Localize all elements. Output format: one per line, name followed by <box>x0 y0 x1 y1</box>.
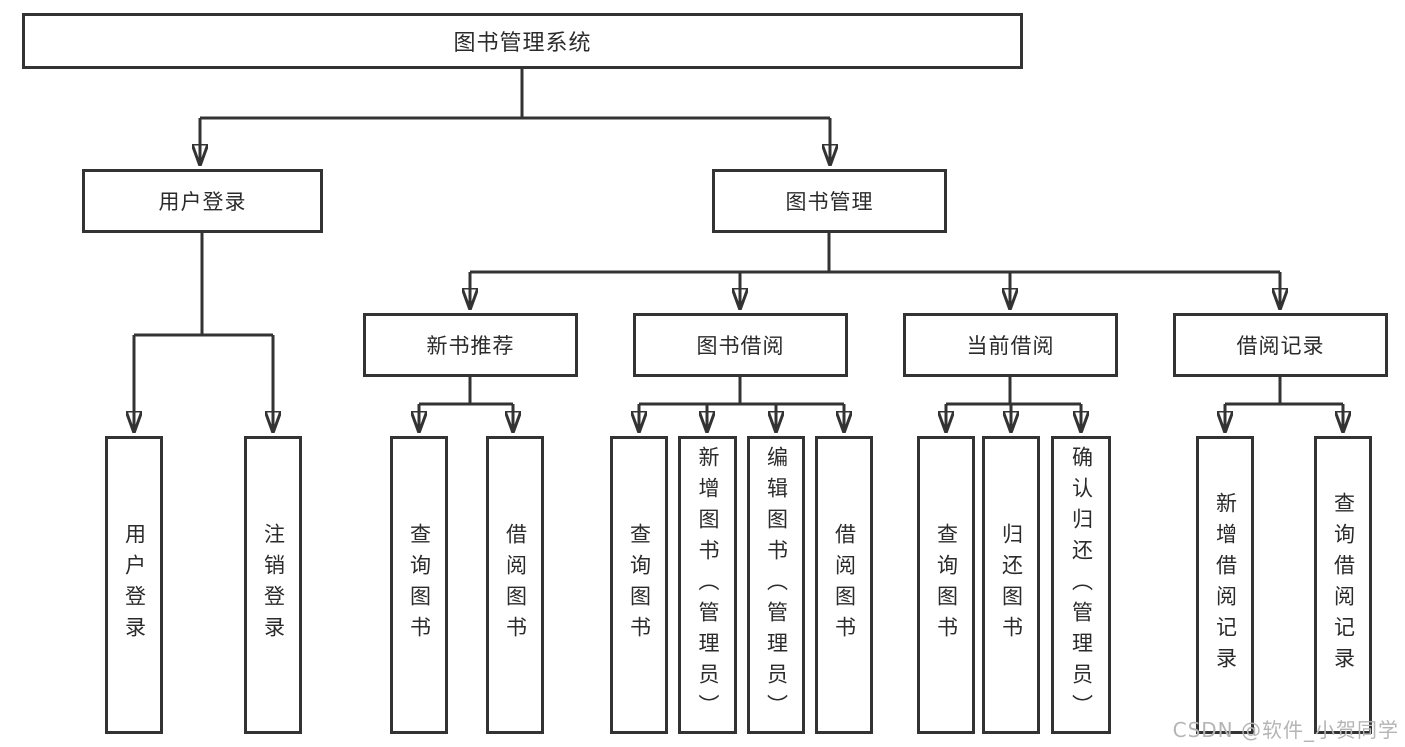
leaf-query-borrow-record: 查询借阅记录 <box>1314 436 1372 734</box>
node-borrow-records-label: 借阅记录 <box>1236 334 1325 358</box>
csdn-watermark: CSDN @软件_小贺同学 <box>1172 718 1399 742</box>
leaf-confirm-return-admin: 确认归还（管理员） <box>1051 436 1111 734</box>
node-book-management: 图书管理 <box>712 169 947 233</box>
leaf-query-books-current: 查询图书 <box>917 436 975 734</box>
leaf-logout: 注销登录 <box>244 436 302 734</box>
leaf-add-borrow-record: 新增借阅记录 <box>1196 436 1254 734</box>
leaf-add-borrow-record-label: 新增借阅记录 <box>1213 492 1238 678</box>
leaf-add-book-admin: 新增图书（管理员） <box>678 436 737 734</box>
leaf-edit-book-admin-label: 编辑图书（管理员） <box>764 445 789 725</box>
leaf-query-borrow-record-label: 查询借阅记录 <box>1331 492 1356 678</box>
node-book-management-label: 图书管理 <box>785 190 874 214</box>
leaf-borrow-books-recommend-label: 借阅图书 <box>503 523 528 647</box>
node-new-book-recommend: 新书推荐 <box>363 313 578 377</box>
node-current-borrow-label: 当前借阅 <box>966 334 1055 358</box>
leaf-add-book-admin-label: 新增图书（管理员） <box>696 445 720 725</box>
leaf-borrow-books-label: 借阅图书 <box>832 523 857 647</box>
node-borrow-records: 借阅记录 <box>1173 313 1388 377</box>
leaf-borrow-books-recommend: 借阅图书 <box>486 436 544 734</box>
node-user-login-label: 用户登录 <box>158 190 247 214</box>
leaf-query-books-borrow: 查询图书 <box>610 436 668 734</box>
leaf-return-book: 归还图书 <box>982 436 1040 734</box>
leaf-edit-book-admin: 编辑图书（管理员） <box>747 436 805 734</box>
leaf-confirm-return-admin-label: 确认归还（管理员） <box>1069 445 1094 725</box>
leaf-query-books-current-label: 查询图书 <box>934 523 959 647</box>
node-root: 图书管理系统 <box>22 13 1023 69</box>
leaf-user-login-label: 用户登录 <box>122 523 147 647</box>
node-user-login: 用户登录 <box>82 169 323 233</box>
node-book-borrow: 图书借阅 <box>633 313 848 377</box>
node-book-borrow-label: 图书借阅 <box>696 334 785 358</box>
leaf-return-book-label: 归还图书 <box>999 523 1024 647</box>
node-root-label: 图书管理系统 <box>453 31 592 56</box>
leaf-query-books-recommend-label: 查询图书 <box>407 523 432 647</box>
leaf-logout-label: 注销登录 <box>261 523 286 647</box>
leaf-borrow-books: 借阅图书 <box>815 436 873 734</box>
leaf-query-books-recommend: 查询图书 <box>390 436 448 734</box>
node-current-borrow: 当前借阅 <box>903 313 1118 377</box>
node-new-book-recommend-label: 新书推荐 <box>426 334 515 358</box>
leaf-user-login: 用户登录 <box>105 436 163 734</box>
leaf-query-books-borrow-label: 查询图书 <box>627 523 652 647</box>
